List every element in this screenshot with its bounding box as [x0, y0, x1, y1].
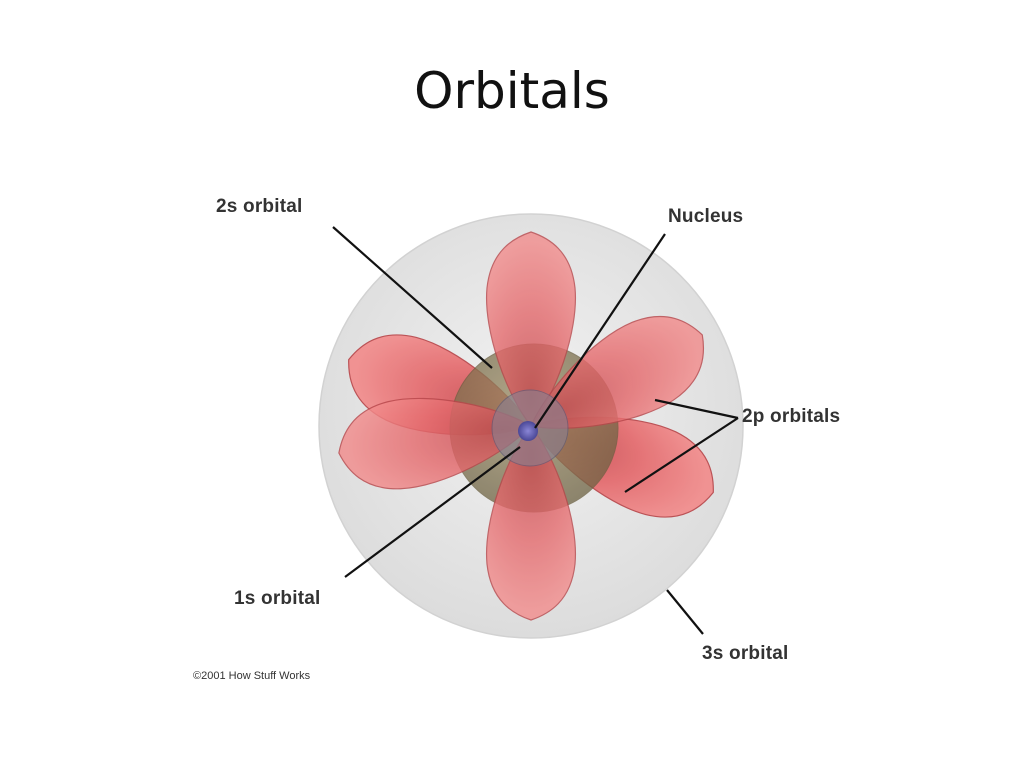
leader-line-2p-upper	[654, 398, 739, 420]
label-nucleus: Nucleus	[668, 206, 744, 227]
leader-line-2s	[332, 226, 493, 369]
label-2s-orbital: 2s orbital	[216, 196, 303, 217]
label-2p-orbitals: 2p orbitals	[742, 406, 841, 427]
label-1s-orbital: 1s orbital	[234, 588, 321, 609]
leader-line-2p-lower	[624, 417, 739, 493]
leader-line-nucleus	[534, 233, 666, 429]
nucleus-dot	[518, 421, 538, 441]
copyright-credit: ©2001 How Stuff Works	[193, 670, 311, 682]
leader-line-3s	[666, 589, 704, 635]
slide-title: Orbitals	[414, 62, 610, 120]
leader-line-1s	[344, 446, 521, 578]
label-3s-orbital: 3s orbital	[702, 643, 789, 664]
